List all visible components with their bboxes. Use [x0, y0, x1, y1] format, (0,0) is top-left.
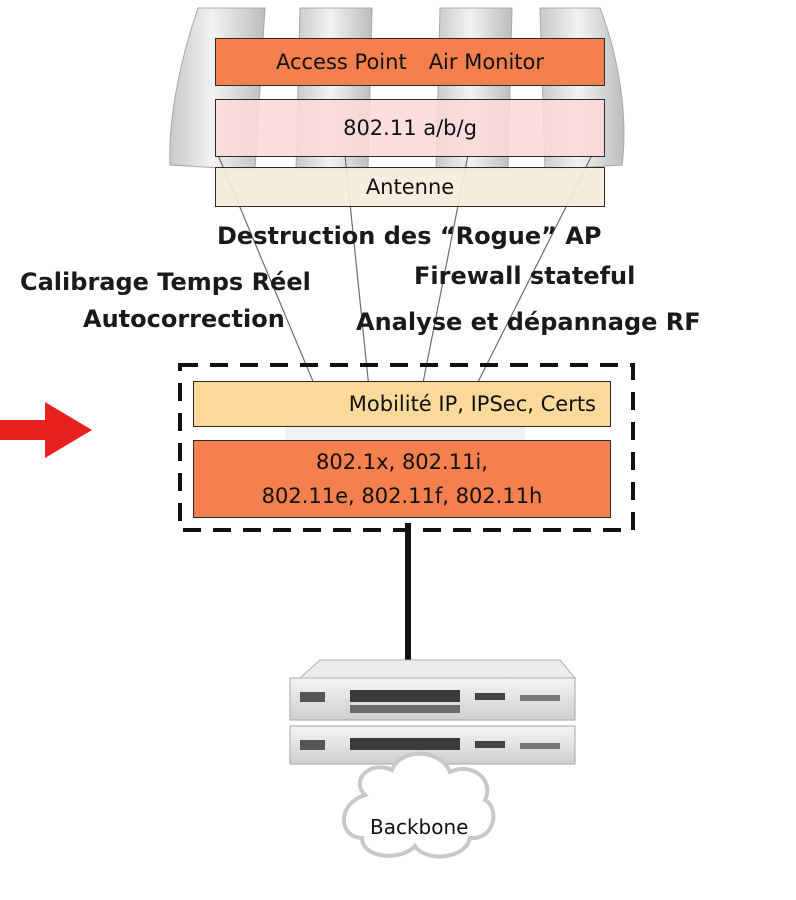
access-point-label: Access Point: [275, 50, 407, 74]
ap-standard-label: 802.11 a/b/g: [343, 116, 477, 140]
feature-rogue: Destruction des “Rogue” AP: [217, 222, 602, 250]
backbone-cloud-icon: [342, 751, 496, 859]
ap-standard-bar: 802.11 a/b/g: [215, 99, 605, 157]
standards-bar: 802.1x, 802.11i, 802.11e, 802.11f, 802.1…: [193, 440, 611, 518]
air-monitor-label: Air Monitor: [428, 50, 545, 74]
red-arrow-icon: [0, 402, 92, 458]
antenna-bar: Antenne: [215, 167, 605, 207]
antenna-label: Antenne: [365, 175, 455, 199]
feature-firewall: Firewall stateful: [414, 262, 636, 290]
mobility-label: Mobilité IP, IPSec, Certs: [348, 392, 596, 416]
feature-analyse: Analyse et dépannage RF: [356, 308, 701, 336]
ap-roles-bar: Access Point Air Monitor: [215, 38, 605, 86]
standards-line-1: 802.1x, 802.11i,: [316, 450, 488, 474]
backbone-label: Backbone: [370, 815, 469, 839]
mobility-bar: Mobilité IP, IPSec, Certs: [193, 381, 611, 427]
feature-autocorrection: Autocorrection: [83, 305, 285, 333]
switch-device: [289, 659, 577, 765]
feature-calibrage: Calibrage Temps Réel: [20, 268, 311, 296]
backbone-link: [405, 523, 411, 663]
standards-line-2: 802.11e, 802.11f, 802.11h: [261, 484, 543, 508]
